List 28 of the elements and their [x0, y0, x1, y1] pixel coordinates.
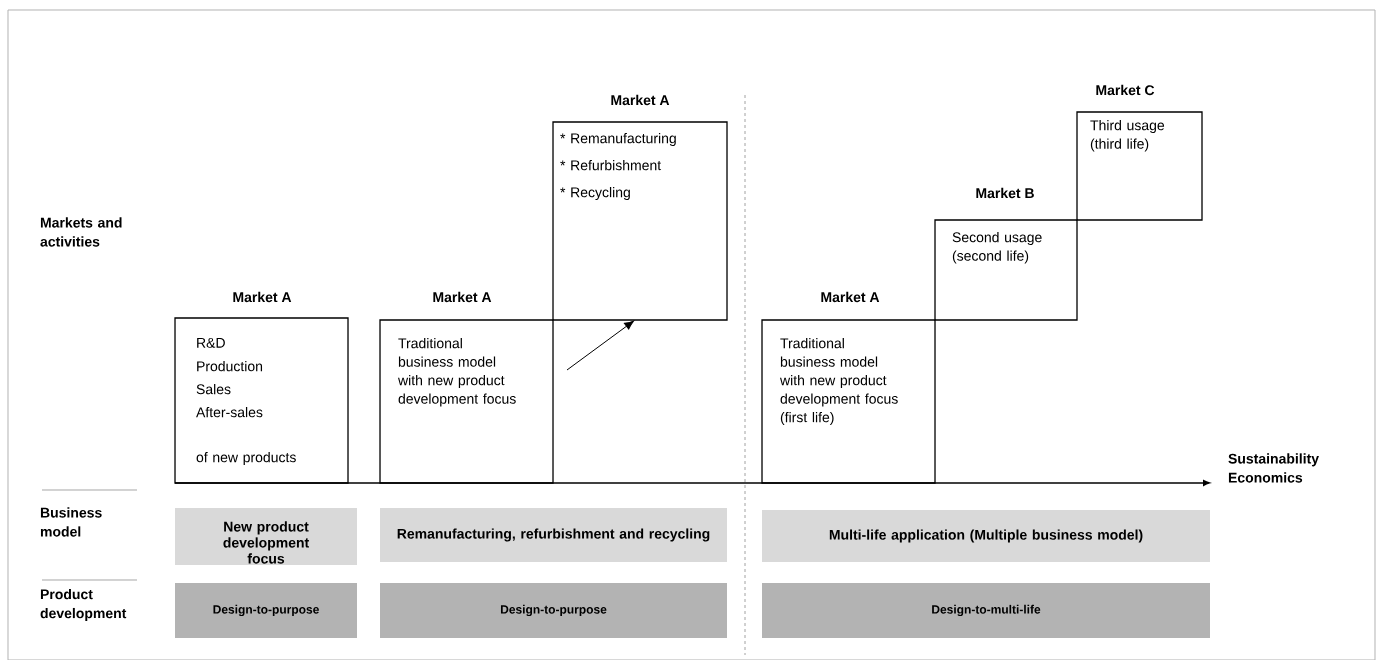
node-label: of new products: [196, 451, 296, 466]
band: New product development focus: [175, 508, 357, 565]
market-box: * Remanufacturing * Refurbishment * Recycling: [552, 121, 728, 321]
row-label: Sustainability Economics: [1228, 453, 1319, 483]
band: Design-to-purpose: [175, 583, 357, 638]
band: Remanufacturing, refurbishment and recycling: [380, 508, 727, 562]
market-box: Second usage (second life): [934, 219, 1078, 321]
market-heading: Market A: [433, 291, 492, 303]
row-label: Business model: [40, 507, 102, 537]
market-box: R&D Production Sales After-sales of new products: [174, 317, 349, 484]
node-label: Production: [197, 360, 263, 372]
band: Design-to-multi-life: [762, 583, 1210, 638]
node-label: R&D: [197, 337, 225, 348]
market-heading: Market B: [976, 187, 1034, 199]
arrow: [566, 320, 634, 371]
band: Multi-life application (Multiple business model): [762, 510, 1210, 562]
market-heading: Market C: [1096, 84, 1155, 96]
band: Design-to-purpose: [380, 583, 727, 638]
node-label: After-sales: [196, 406, 263, 418]
market-box: Third usage (third life): [1076, 111, 1203, 221]
row-label: Product development: [40, 588, 127, 621]
market-heading: Market A: [233, 291, 292, 303]
node-label: Sales: [196, 383, 231, 395]
market-box: Traditional business model with new product development focus: [379, 319, 554, 484]
market-box: Traditional business model with new product development focus (first life): [761, 319, 936, 484]
market-heading: Market A: [611, 94, 670, 106]
market-heading: Market A: [821, 291, 880, 303]
row-label: Markets and activities: [40, 217, 122, 247]
